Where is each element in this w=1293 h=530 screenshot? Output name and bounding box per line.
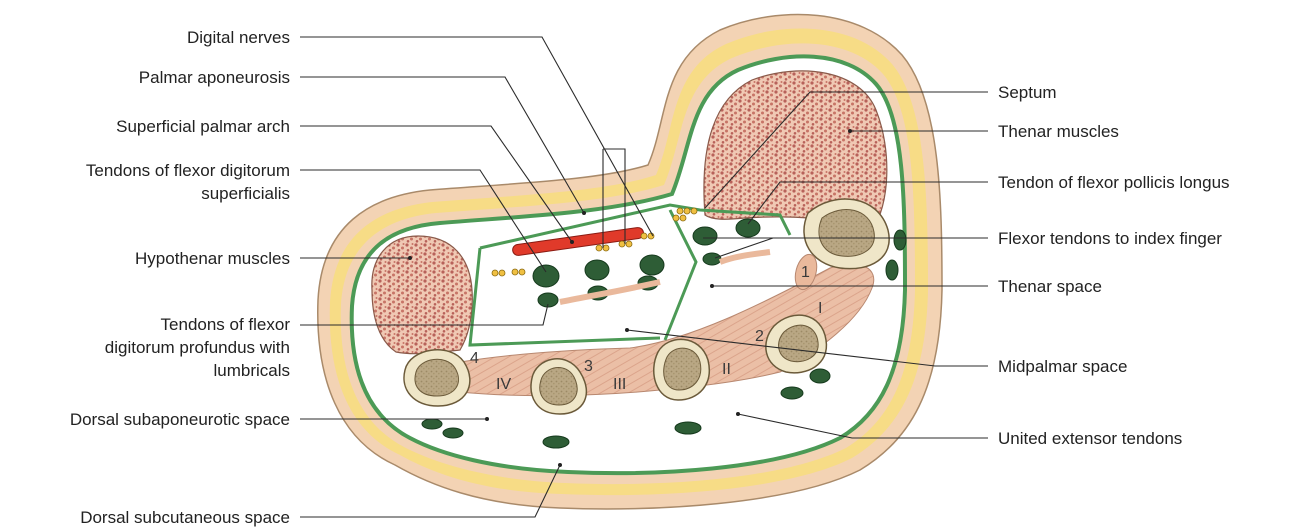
- lumbrical-2-label: 2: [755, 328, 764, 345]
- label-hypothenar-muscles: Hypothenar muscles: [135, 249, 290, 268]
- lumbrical-1-label: 1: [801, 264, 810, 281]
- label-index-flexors: Flexor tendons to index finger: [998, 229, 1222, 248]
- label-dorsal-subaponeurotic: Dorsal subaponeurotic space: [70, 410, 290, 429]
- hypothenar-muscles: [372, 236, 472, 354]
- label-palmar-aponeurosis: Palmar aponeurosis: [139, 68, 290, 87]
- metacarpal-I-label: I: [818, 300, 822, 317]
- label-fds-line1: Tendons of flexor digitorum: [86, 161, 290, 180]
- label-fdp-line2: digitorum profundus with: [105, 338, 290, 357]
- metacarpal-III-label: III: [613, 376, 626, 393]
- metacarpal-IV-label: IV: [496, 376, 511, 393]
- label-septum: Septum: [998, 83, 1057, 102]
- label-thenar-muscles: Thenar muscles: [998, 122, 1119, 141]
- metacarpal-II-label: II: [722, 361, 731, 378]
- lumbrical-4-label: 4: [470, 350, 479, 367]
- label-midpalmar-space: Midpalmar space: [998, 357, 1127, 376]
- label-fds-line2: superficialis: [201, 184, 290, 203]
- label-fdp-line3: lumbricals: [213, 361, 290, 380]
- label-united-extensor: United extensor tendons: [998, 429, 1182, 448]
- label-thenar-space: Thenar space: [998, 277, 1102, 296]
- label-superficial-palmar-arch: Superficial palmar arch: [116, 117, 290, 136]
- label-fdp-line1: Tendons of flexor: [161, 315, 291, 334]
- label-fpl-tendon: Tendon of flexor pollicis longus: [998, 173, 1230, 192]
- label-dorsal-subcutaneous: Dorsal subcutaneous space: [80, 508, 290, 527]
- lumbrical-3-label: 3: [584, 358, 593, 375]
- label-digital-nerves: Digital nerves: [187, 28, 290, 47]
